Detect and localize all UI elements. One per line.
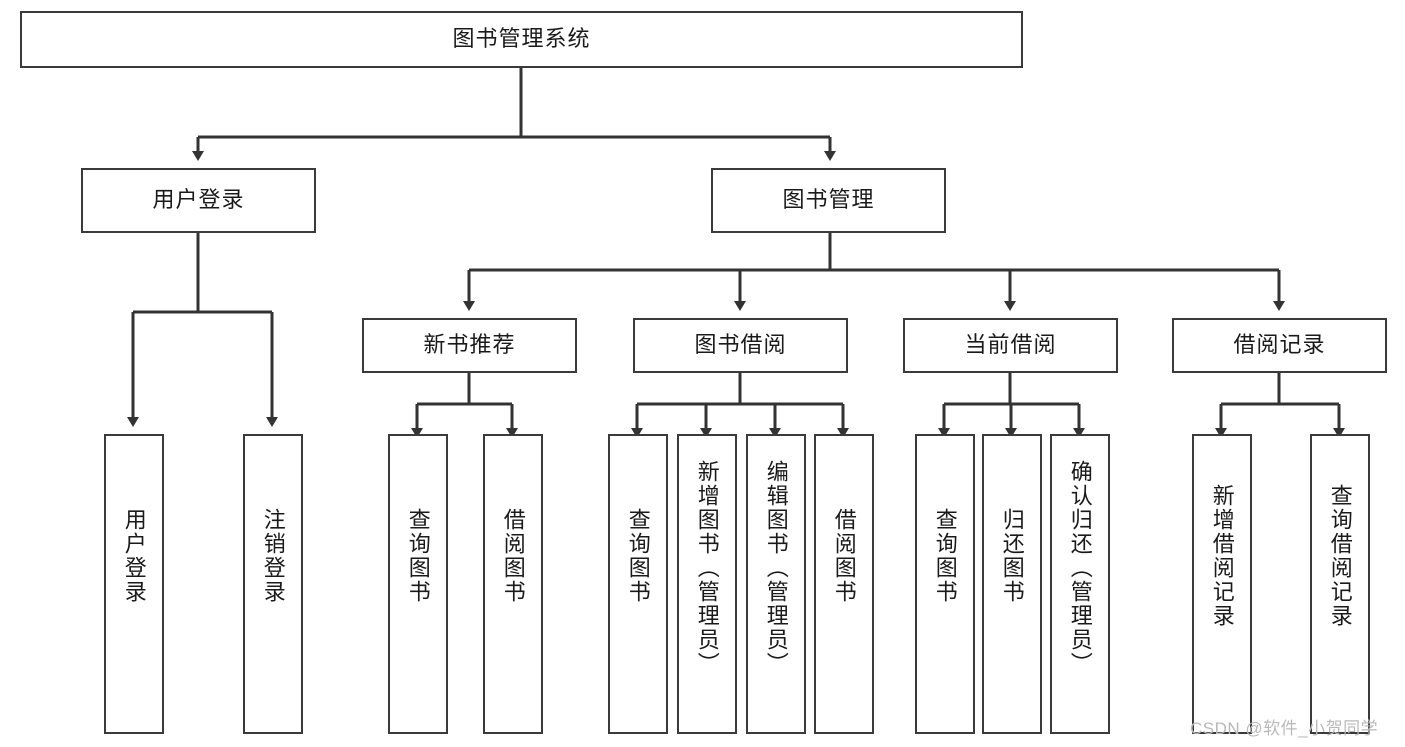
node-book-manage[interactable]: 图书管理 — [711, 168, 946, 233]
node-borrow-record[interactable]: 借阅记录 — [1172, 318, 1387, 373]
node-root-label: 图书管理系统 — [452, 26, 591, 52]
node-current-borrow-label: 当前借阅 — [964, 332, 1057, 358]
node-leaf-return-book-label: 归还图书 — [999, 508, 1025, 604]
node-leaf-return-book[interactable]: 归还图书 — [982, 434, 1042, 734]
node-root[interactable]: 图书管理系统 — [20, 11, 1023, 68]
node-leaf-query-book-2[interactable]: 查询图书 — [608, 434, 668, 734]
node-leaf-borrow-book-2[interactable]: 借阅图书 — [814, 434, 874, 734]
node-new-book-rec[interactable]: 新书推荐 — [362, 318, 577, 373]
node-borrow-record-label: 借阅记录 — [1233, 332, 1326, 358]
node-leaf-query-record[interactable]: 查询借阅记录 — [1310, 434, 1370, 734]
node-leaf-borrow-book-1-label: 借阅图书 — [500, 508, 526, 604]
node-leaf-add-record-label: 新增借阅记录 — [1209, 484, 1235, 628]
node-book-manage-label: 图书管理 — [782, 187, 875, 213]
node-new-book-rec-label: 新书推荐 — [423, 332, 516, 358]
node-leaf-query-book-1[interactable]: 查询图书 — [388, 434, 448, 734]
node-leaf-borrow-book-1[interactable]: 借阅图书 — [483, 434, 543, 734]
node-leaf-add-book[interactable]: 新增图书（管理员） — [677, 434, 737, 734]
node-leaf-logout-label: 注销登录 — [260, 508, 286, 604]
node-leaf-confirm-return[interactable]: 确认归还（管理员） — [1050, 434, 1110, 734]
node-current-borrow[interactable]: 当前借阅 — [903, 318, 1118, 373]
watermark: CSDN @软件_小贺同学 — [1190, 719, 1379, 738]
node-user-login-label: 用户登录 — [152, 187, 245, 213]
node-leaf-edit-book[interactable]: 编辑图书（管理员） — [746, 434, 806, 734]
node-leaf-borrow-book-2-label: 借阅图书 — [831, 508, 857, 604]
node-book-borrow-label: 图书借阅 — [694, 332, 787, 358]
node-leaf-query-record-label: 查询借阅记录 — [1327, 484, 1353, 628]
node-leaf-confirm-return-label: 确认归还（管理员） — [1067, 460, 1093, 676]
node-book-borrow[interactable]: 图书借阅 — [633, 318, 848, 373]
node-leaf-query-book-2-label: 查询图书 — [625, 508, 651, 604]
node-leaf-user-login[interactable]: 用户登录 — [104, 434, 164, 734]
node-leaf-logout[interactable]: 注销登录 — [243, 434, 303, 734]
node-leaf-edit-book-label: 编辑图书（管理员） — [763, 460, 789, 676]
node-leaf-add-book-label: 新增图书（管理员） — [694, 460, 720, 676]
node-user-login[interactable]: 用户登录 — [81, 168, 316, 233]
node-leaf-query-book-3[interactable]: 查询图书 — [915, 434, 975, 734]
node-leaf-query-book-3-label: 查询图书 — [932, 508, 958, 604]
node-leaf-add-record[interactable]: 新增借阅记录 — [1192, 434, 1252, 734]
node-leaf-query-book-1-label: 查询图书 — [405, 508, 431, 604]
node-leaf-user-login-label: 用户登录 — [121, 508, 147, 604]
